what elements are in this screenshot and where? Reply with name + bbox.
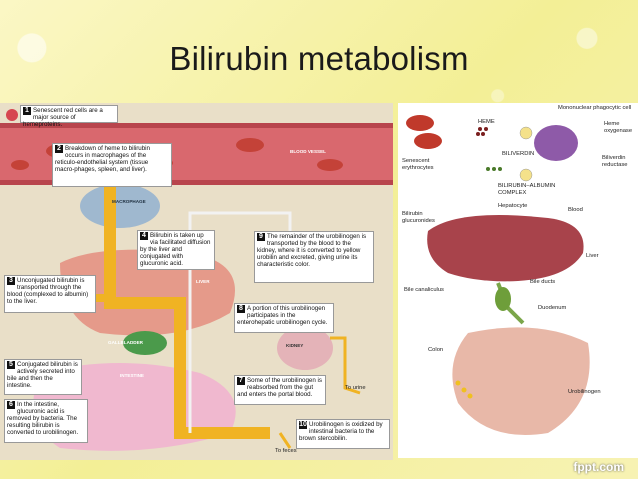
step-10-number: 10 [299, 421, 307, 429]
biliverdin-label: BILIVERDIN [502, 151, 535, 157]
bilirubin-glucuronides-label: Bilirubin glucuronides [402, 211, 435, 224]
step-4-text: Bilirubin is taken up via facilitated di… [140, 232, 211, 267]
to-feces-label: To feces [275, 448, 297, 454]
mono-label: Mononuclear phagocytic cell [558, 105, 632, 111]
liver-label: Liver [586, 253, 599, 259]
hepatocyte-label: Hepatocyte [498, 203, 528, 209]
blood-vessel-label: BLOOD VESSEL [290, 149, 326, 154]
step-3-number: 3 [7, 277, 15, 285]
footer-brand: fppt.com [573, 460, 624, 474]
liver-label: LIVER [196, 279, 210, 284]
bilirubin-pathway-diagram: BLOOD VESSEL MACROPHAGE LIVER GALLBLADDE… [0, 103, 393, 460]
colon-label: Colon [428, 347, 444, 353]
slide-title: Bilirubin metabolism [169, 40, 469, 77]
heme-oxygenase-label: Heme oxygenase [604, 121, 633, 134]
step-7-text: Some of the urobilinogen is reabsorbed f… [237, 377, 322, 398]
biliverdin-reductase-label: Biliverdin reductase [602, 155, 628, 168]
step-8-number: 8 [237, 305, 245, 313]
macrophage-shape [80, 184, 160, 228]
bile-ducts-label: Bile ducts [530, 279, 556, 285]
gallbladder-label: GALLBLADDER [108, 340, 143, 345]
bilirubin-anatomy-diagram: Mononuclear phagocytic cell HEME Heme ox… [398, 103, 638, 458]
phagocyte-shape [534, 125, 578, 161]
liver-shape [427, 214, 584, 282]
gallbladder-shape [123, 331, 167, 355]
senescent-label: Senescent erythrocytes [402, 158, 434, 171]
urobilinogen-label: Urobilinogen [568, 389, 601, 395]
to-urine-label: To urine [345, 385, 366, 391]
step-2-number: 2 [55, 145, 63, 153]
heme-label: HEME [478, 119, 495, 125]
step-3-text: Unconjugated bilirubin is transported th… [7, 277, 89, 305]
blood-label: Blood [568, 207, 583, 213]
step-9-number: 9 [257, 233, 265, 241]
step-5-number: 5 [7, 361, 15, 369]
kidney-shape [277, 326, 333, 370]
step-8-text: A portion of this urobilinogen participa… [237, 305, 328, 326]
step-1-text: Senescent red cells are a major source o… [23, 107, 103, 128]
step-6-number: 6 [7, 401, 15, 409]
intestine-shape [452, 327, 590, 435]
step-6-text: In the intestine, glucuronic acid is rem… [7, 401, 79, 436]
step-1-number: 1 [23, 107, 31, 115]
duodenum-label: Duodenum [538, 305, 567, 311]
macrophage-label: MACROPHAGE [112, 199, 146, 204]
step-5-text: Conjugated bilirubin is actively secrete… [7, 361, 78, 389]
bile-canaliculus-label: Bile canaliculus [404, 287, 444, 293]
step-10-text: Urobilinogen is oxidized by intestinal b… [299, 421, 383, 442]
step-4-number: 4 [140, 232, 148, 240]
step-7-number: 7 [237, 377, 245, 385]
bilirubin-albumin-label: BILIRUBIN–ALBUMIN COMPLEX [498, 183, 556, 196]
intestine-label: INTESTINE [120, 373, 144, 378]
step-9-text: The remainder of the urobilinogen is tra… [257, 233, 367, 268]
anatomy-illustration [406, 115, 590, 435]
kidney-label: KIDNEY [286, 343, 304, 348]
step-2-text: Breakdown of heme to bilirubin occurs in… [55, 145, 150, 173]
